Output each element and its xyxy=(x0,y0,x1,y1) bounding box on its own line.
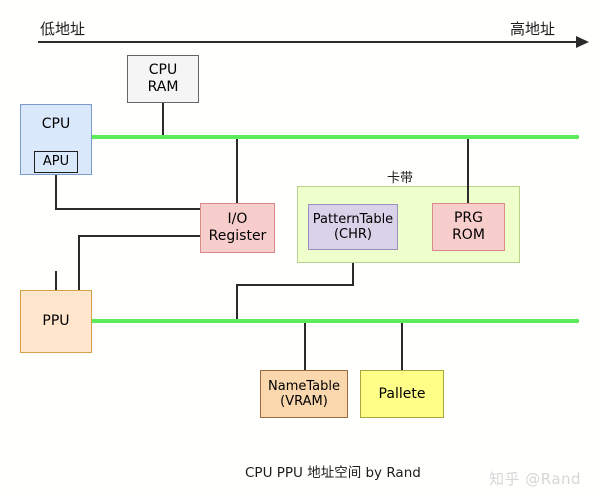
wire-io-register-to-ppu-v xyxy=(78,235,80,292)
node-ppu[interactable]: PPU xyxy=(20,290,92,353)
node-pallete[interactable]: Pallete xyxy=(360,370,444,418)
node-cpu-ram[interactable]: CPU RAM xyxy=(127,55,199,103)
wire-apu-to-io-register xyxy=(55,208,202,210)
wire-pattern-table-down xyxy=(352,263,354,286)
ppu-address-bus xyxy=(90,319,579,323)
node-pattern-table[interactable]: PatternTable (CHR) xyxy=(308,204,398,250)
wire-pattern-table-left xyxy=(236,284,354,286)
wire-ppu-top-stub xyxy=(55,271,57,292)
axis-label-high: 高地址 xyxy=(510,20,556,38)
cartridge-group-label: 卡带 xyxy=(386,171,413,186)
node-apu[interactable]: APU xyxy=(34,151,78,173)
node-name-table[interactable]: NameTable (VRAM) xyxy=(260,370,348,418)
wire-io-register-to-bus xyxy=(236,137,238,205)
wire-name-table-to-bus xyxy=(304,321,306,370)
wire-io-register-to-ppu-h xyxy=(78,235,202,237)
wire-prg-rom-to-bus xyxy=(467,137,469,203)
node-io-register[interactable]: I/O Register xyxy=(200,203,275,253)
wire-apu-down xyxy=(55,175,57,210)
wire-pallete-to-bus xyxy=(401,321,403,370)
cpu-address-bus xyxy=(90,135,579,139)
node-prg-rom[interactable]: PRG ROM xyxy=(432,203,505,251)
wire-pattern-table-to-ppu-bus xyxy=(236,284,238,323)
diagram-caption: CPU PPU 地址空间 by Rand xyxy=(245,465,421,481)
address-axis-arrow-icon xyxy=(576,36,589,48)
watermark: 知乎 @Rand xyxy=(489,470,582,488)
wire-cpu-ram-to-bus xyxy=(162,103,164,139)
address-axis-line xyxy=(38,41,580,43)
axis-label-low: 低地址 xyxy=(40,20,86,38)
